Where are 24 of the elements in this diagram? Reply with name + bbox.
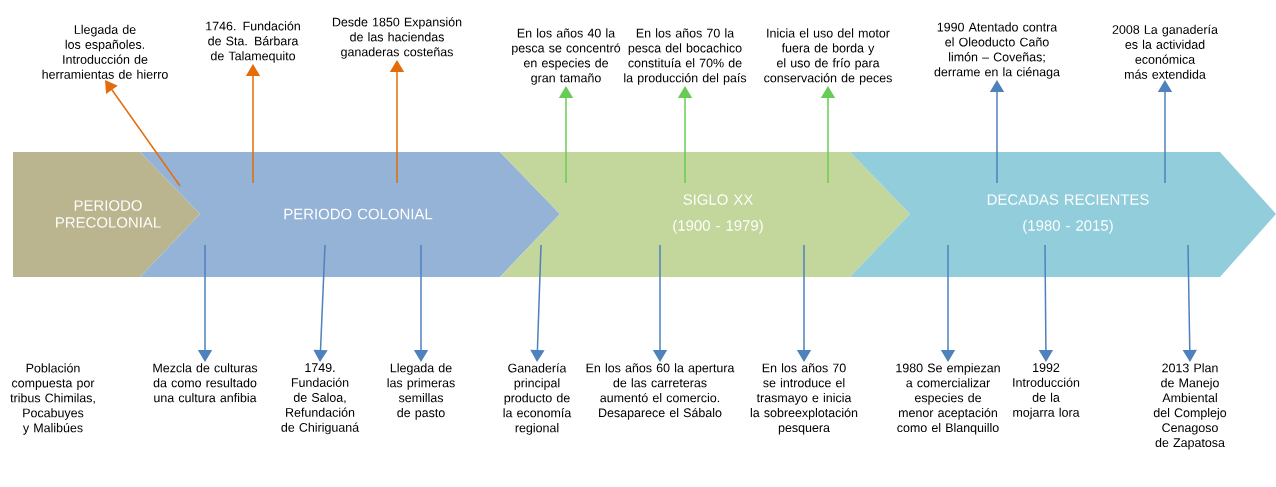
event-text: En los años 70 la pesca del bocachico constituía el 70% de la producción del país: [624, 28, 747, 85]
event-text: 1746. Fundación de Sta. Bárbara de Talamequito: [206, 21, 300, 63]
event-text: En los años 70 se introduce el trasmayo e inicia la sobreexplotación pesquera: [750, 363, 858, 435]
event-text: Ganadería principal producto de la economía regional: [503, 363, 572, 435]
event-text: En los años 40 la pesca se concentró en especies de gran tamaño: [512, 28, 621, 85]
arrow: [313, 244, 328, 362]
event-text: 1990 Atentado contra el Oleoducto Caño limón – Coveñas; derrame en la ciénaga: [934, 22, 1060, 79]
event-text: 2008 La ganadería es la actividad económica más extendida: [1112, 24, 1218, 79]
event-text: En los años 60 la apertura de las carreteras aumentó el comercio. Desaparece el Sábalo: [586, 363, 735, 420]
arrow: [530, 244, 545, 362]
event-text: Llegada de los españoles. Introducción de herramientas de hierro: [42, 24, 168, 79]
event-text: Inicia el uso del motor fuera de borda y el uso de frío para conservación de peces: [764, 28, 892, 85]
note-text: Población compuesta por tribus Chimilas, Pocabuyes y Malibúes: [10, 363, 95, 435]
event-text: 1749. Fundación de Saloa, Refundación de Chiriguaná: [281, 363, 360, 435]
chevron-band: PERIODO PRECOLONIAL: [13, 152, 200, 277]
event-text: Llegada de las primeras semillas de pasto: [387, 363, 455, 420]
event-text: 1992 Introducción de la mojarra lora: [1013, 363, 1080, 420]
event-text: Desde 1850 Expansión de las haciendas ganaderas costeñas: [332, 17, 462, 59]
event-text: 2013 Plan de Manejo Ambiental del Complejo Cenagoso de Zapatosa: [1153, 363, 1227, 450]
arrow: [105, 80, 181, 187]
event-text: Mezcla de culturas da como resultado una cultura anfibia: [153, 363, 258, 403]
chevron-band: DECADAS RECIENTES (1980 - 2015): [850, 152, 1276, 277]
event-text: 1980 Se empiezan a comercializar especies de menor aceptación como el Blanquillo: [896, 363, 1000, 435]
chevron-band: SIGLO XX (1900 - 1979): [500, 152, 910, 277]
